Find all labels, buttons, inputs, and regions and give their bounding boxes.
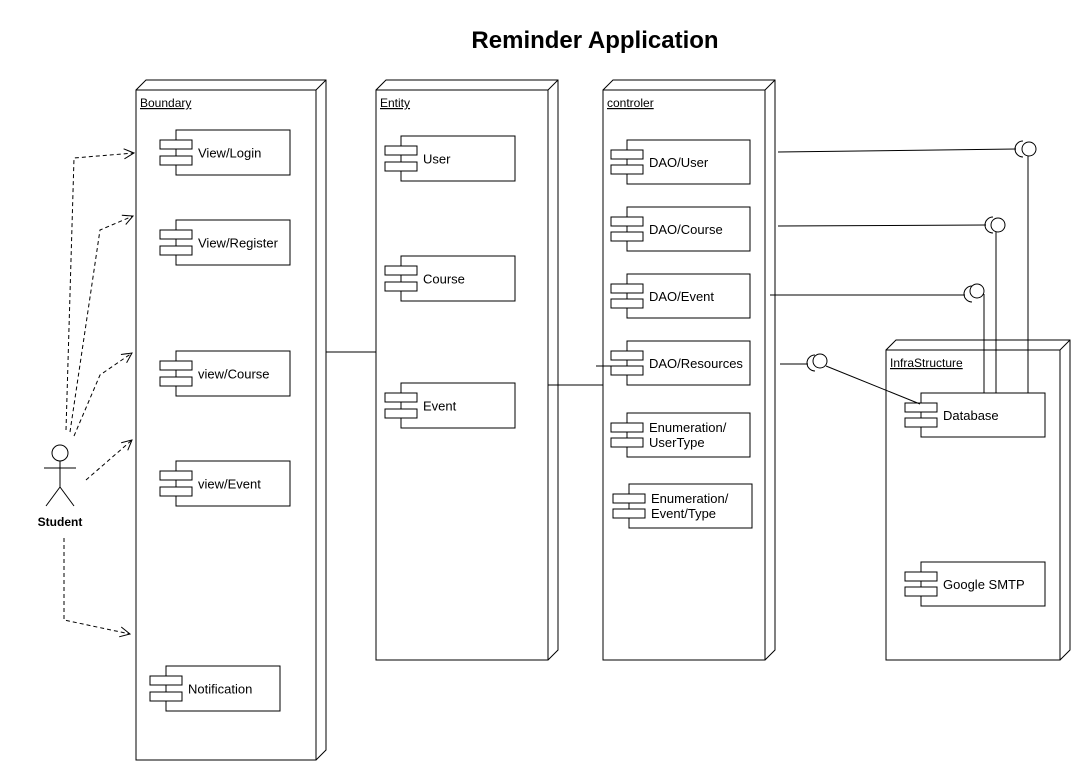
actor-head-icon [51, 444, 69, 462]
dep-arrow-notification [63, 538, 130, 634]
node-boundary[interactable]: Boundary [135, 79, 327, 761]
component-label: Enumeration/UserType [649, 420, 727, 450]
component-label: View/Login [198, 146, 261, 161]
component-boundary-2[interactable]: view/Course [159, 350, 291, 397]
interface-connectors [770, 140, 1037, 405]
component-controler-2[interactable]: DAO/Event [610, 273, 751, 319]
lollipop-icon [969, 283, 985, 299]
component-controler-0[interactable]: DAO/User [610, 139, 751, 185]
component-label: View/Register [198, 236, 279, 251]
actor-student[interactable]: Student [38, 444, 83, 529]
component-entity-2[interactable]: Event [384, 382, 516, 429]
component-icon [149, 675, 183, 702]
component-icon [384, 145, 418, 172]
component-label: Course [423, 272, 465, 287]
component-controler-3[interactable]: DAO/Resources [610, 340, 751, 386]
component-icon [159, 139, 193, 166]
component-boundary-0[interactable]: View/Login [159, 129, 291, 176]
component-icon [610, 216, 644, 242]
component-icon [610, 283, 644, 309]
component-boundary-4[interactable]: Notification [149, 665, 281, 712]
component-icon [159, 360, 193, 387]
component-label: view/Course [198, 367, 270, 382]
component-label: Event [423, 399, 457, 414]
component-icon [159, 470, 193, 497]
actor-dependencies [63, 153, 134, 634]
component-boundary-3[interactable]: view/Event [159, 460, 291, 507]
component-label: Database [943, 408, 999, 423]
socket-icon [806, 354, 816, 372]
component-boundary-1[interactable]: View/Register [159, 219, 291, 266]
component-icon [384, 265, 418, 292]
component-entity-0[interactable]: User [384, 135, 516, 182]
node-controler-label: controler [607, 96, 654, 110]
component-icon [159, 229, 193, 256]
lollipop-icon [1021, 141, 1037, 157]
component-icon [610, 149, 644, 175]
lollipop-icon [990, 217, 1006, 233]
dep-arrow-register [69, 216, 133, 433]
component-label: DAO/Course [649, 222, 723, 237]
node-entity[interactable]: Entity [375, 79, 559, 661]
component-infrastructure-0[interactable]: Database [904, 392, 1046, 438]
node-boundary-label: Boundary [140, 96, 191, 110]
component-label: Google SMTP [943, 577, 1025, 592]
component-label: DAO/Resources [649, 356, 743, 371]
component-icon [904, 402, 938, 428]
node-infrastructure-label: InfraStructure [890, 356, 963, 370]
socket-icon [1014, 140, 1024, 158]
node-entity-label: Entity [380, 96, 410, 110]
component-label: Enumeration/Event/Type [651, 491, 729, 521]
component-icon [612, 493, 646, 519]
component-infrastructure-1[interactable]: Google SMTP [904, 561, 1046, 607]
component-label: User [423, 152, 451, 167]
component-label: view/Event [198, 477, 261, 492]
component-label: Notification [188, 682, 252, 697]
component-icon [384, 392, 418, 419]
component-controler-1[interactable]: DAO/Course [610, 206, 751, 252]
node-connectors [326, 351, 642, 386]
component-label: DAO/User [649, 155, 709, 170]
node-infrastructure[interactable]: InfraStructure [885, 339, 1071, 661]
socket-icon [984, 216, 994, 234]
component-icon [610, 422, 644, 448]
component-label: DAO/Event [649, 289, 714, 304]
diagram-title: Reminder Application [471, 27, 718, 54]
component-icon [904, 571, 938, 597]
component-controler-4[interactable]: Enumeration/UserType [610, 412, 751, 458]
lollipop-icon [812, 353, 828, 369]
dep-arrow-event [85, 440, 132, 481]
dep-arrow-course [73, 353, 132, 437]
actor-student-label: Student [38, 515, 83, 529]
component-controler-5[interactable]: Enumeration/Event/Type [612, 483, 753, 529]
socket-icon [963, 285, 973, 303]
component-entity-1[interactable]: Course [384, 255, 516, 302]
